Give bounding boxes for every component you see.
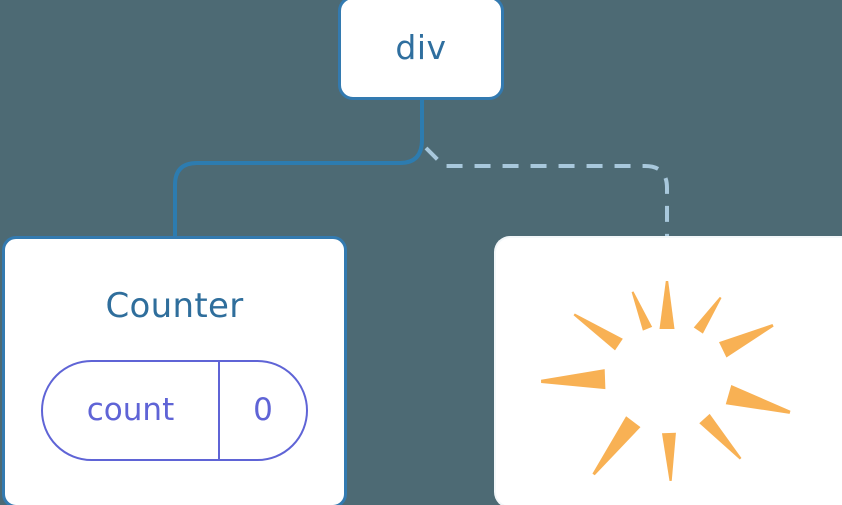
sparkle-ray-3 — [725, 385, 791, 414]
edge-div-to-effect — [424, 146, 669, 240]
node-counter-title: Counter — [105, 286, 244, 326]
sparkle-ray-6 — [592, 416, 641, 476]
sparkle-ray-4 — [699, 413, 742, 460]
node-effect[interactable] — [494, 236, 842, 505]
state-value: 0 — [253, 392, 273, 428]
sparkle-ray-8 — [573, 313, 623, 351]
state-pill[interactable]: count 0 — [41, 360, 308, 461]
sparkle-ray-5 — [661, 432, 676, 481]
sparkle-ray-1 — [693, 296, 722, 334]
edge-div-to-counter — [173, 98, 424, 242]
node-counter[interactable]: Counter count 0 — [2, 236, 347, 505]
state-key: count — [43, 362, 220, 459]
sparkle-burst-icon — [541, 281, 791, 481]
sparkle-ray-0 — [659, 281, 675, 329]
sparkle-ray-7 — [541, 369, 606, 390]
sparkle-ray-2 — [719, 324, 774, 358]
sparkle-ray-9 — [631, 291, 653, 331]
node-div[interactable]: div — [338, 0, 504, 100]
node-div-label: div — [395, 27, 447, 67]
